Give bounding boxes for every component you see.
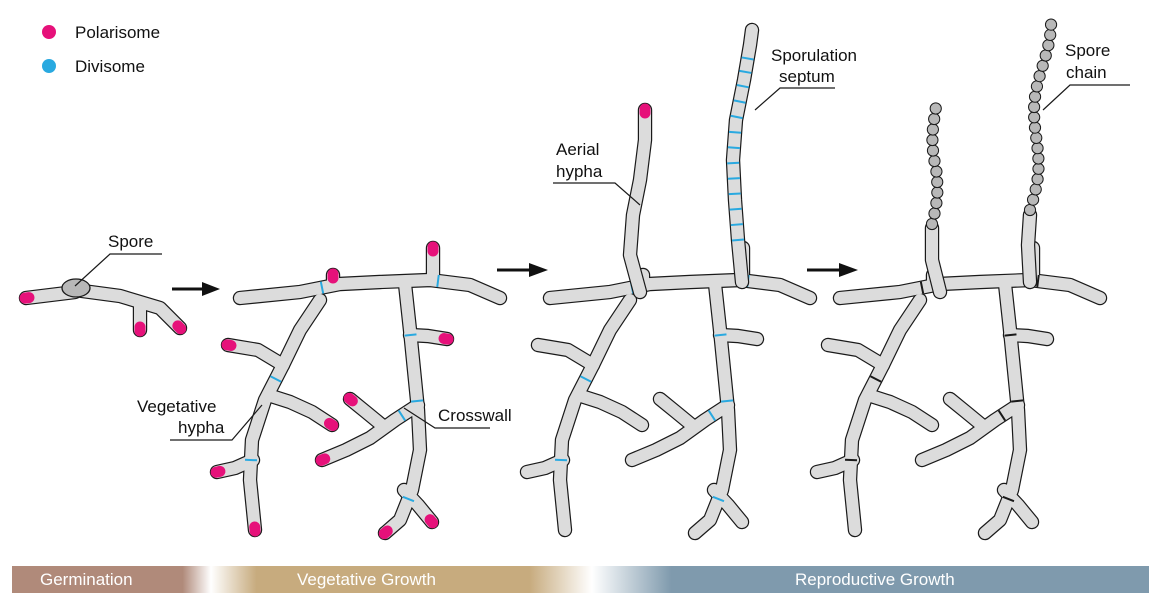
spore-icon (931, 197, 942, 208)
sporulation-septum-label: septum (779, 67, 835, 86)
crosswall-label: Crosswall (438, 406, 512, 425)
crosswall (845, 460, 857, 461)
aerial-hypha-label: hypha (556, 162, 603, 181)
polarisome-tip (349, 398, 352, 401)
vegetative-stage (216, 247, 500, 534)
polarisome-tip (227, 345, 231, 346)
crosswall (411, 400, 423, 401)
spore-icon (1031, 81, 1042, 92)
spore-icon (931, 166, 942, 177)
sporulation-septum (728, 147, 740, 148)
vegetative-hypha-label: hypha (178, 418, 225, 437)
spore-icon (1029, 112, 1040, 123)
spore-icon (1027, 194, 1038, 205)
spore-icon (1029, 91, 1040, 102)
polarisome-tip (216, 471, 220, 472)
spore-icon (1032, 174, 1043, 185)
spore-icon (1032, 143, 1043, 154)
divisome-legend-label: Divisome (75, 57, 145, 76)
stage-reproductive-label: Reproductive Growth (795, 570, 955, 589)
spore-chain-label: Spore (1065, 41, 1110, 60)
polarisome-tip (321, 459, 325, 461)
crosswall (1005, 334, 1017, 335)
spore-icon (932, 176, 943, 187)
polarisome-tip (444, 339, 448, 340)
spore-icon (930, 103, 941, 114)
sporulation-septum (731, 224, 743, 225)
spore-icon (927, 134, 938, 145)
stage-vegetative-label: Vegetative Growth (297, 570, 436, 589)
spore-icon (1031, 132, 1042, 143)
spore-icon (926, 218, 937, 229)
crosswall (1011, 400, 1023, 401)
polarisome-legend-dot (42, 25, 56, 39)
arrow-icon (497, 263, 548, 277)
annotations: Spore Vegetative hypha Crosswall Aerial … (108, 41, 1110, 437)
polarisome-legend-label: Polarisome (75, 23, 160, 42)
sporulation-septum (732, 240, 744, 241)
legend: Polarisome Divisome (42, 23, 160, 76)
crosswall (555, 460, 567, 461)
spore-icon (1033, 163, 1044, 174)
spore-icon (927, 145, 938, 156)
crosswall (721, 400, 733, 401)
sporulation-septum-label: Sporulation (771, 46, 857, 65)
crosswall (715, 334, 727, 335)
stage-germination-label: Germination (40, 570, 133, 589)
crosswall (245, 460, 257, 461)
spore-icon (1029, 122, 1040, 133)
polarisome-tip (329, 423, 332, 425)
divisome-legend-dot (42, 59, 56, 73)
vegetative-hypha-label: Vegetative (137, 397, 216, 416)
crosswall (405, 334, 417, 335)
spore-icon (1045, 19, 1056, 30)
polarisome-tip (178, 326, 181, 329)
spore-icon (1037, 60, 1048, 71)
leader-lines (75, 85, 1130, 440)
aerial-hypha-label: Aerial (556, 140, 599, 159)
spore-label: Spore (108, 232, 153, 251)
arrow-icon (172, 282, 220, 296)
spore-icon (1033, 153, 1044, 164)
spore-icon (929, 113, 940, 124)
spore-icon (932, 187, 943, 198)
spore-icon (1040, 50, 1051, 61)
sporulation-septum (729, 132, 741, 133)
polarisome-tip (430, 520, 433, 523)
germination-stage (25, 279, 181, 331)
spore-icon (927, 124, 938, 135)
spore-icon (929, 155, 940, 166)
sporulation-septum (727, 163, 739, 164)
spore-chain-label: chain (1066, 63, 1107, 82)
spore-icon (1024, 204, 1035, 215)
spore-icon (1045, 29, 1056, 40)
spore-icon (1029, 101, 1040, 112)
polarisome-tip (384, 531, 387, 534)
sporulation-septum (729, 194, 741, 195)
arrow-icon (807, 263, 858, 277)
spore-icon (62, 279, 90, 297)
spore-icon (1034, 71, 1045, 82)
stage-bar-background (12, 566, 1149, 593)
sporulation-septum (730, 209, 742, 210)
sporulation-septum (728, 178, 740, 179)
stage-bar: Germination Vegetative Growth Reproducti… (12, 566, 1149, 593)
spore-icon (1030, 184, 1041, 195)
spore-icon (929, 208, 940, 219)
aerial-stage (527, 30, 810, 533)
spore-icon (1043, 40, 1054, 51)
